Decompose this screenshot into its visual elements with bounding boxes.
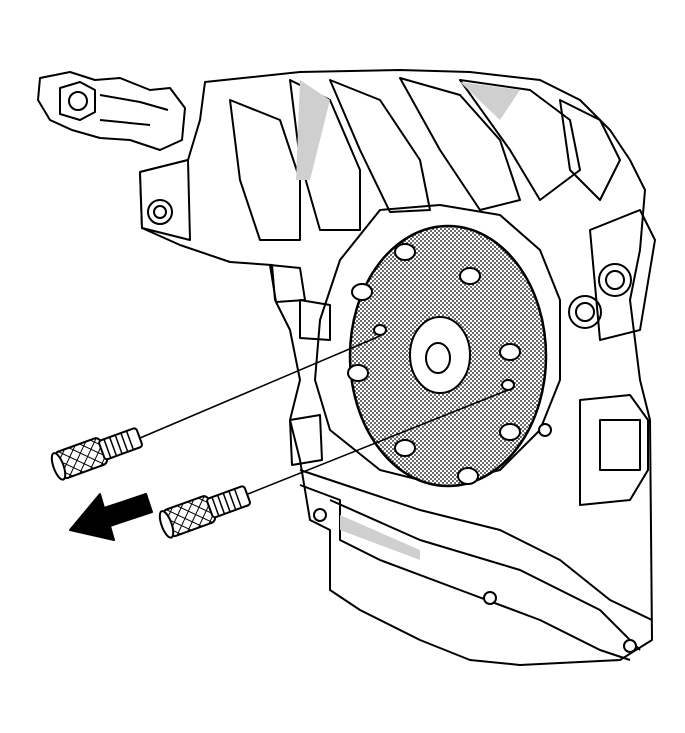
shading [296,80,520,560]
flywheel-plate-icon [347,224,548,488]
engine-block-icon [37,69,656,666]
dowel-pin-icon [50,427,251,539]
removal-arrow-icon [69,493,153,541]
leader-lines [139,335,509,495]
